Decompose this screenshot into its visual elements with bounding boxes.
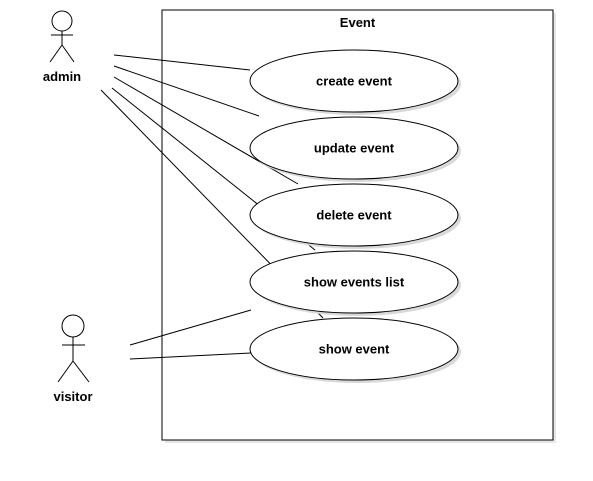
use-case-create-event[interactable]: create event (249, 49, 461, 115)
association-visitor-show-event[interactable] (129, 352, 252, 360)
actor-right-leg (61, 44, 75, 63)
actor-right-leg (72, 360, 90, 383)
use-case-show-events-list[interactable]: show events list (249, 250, 461, 316)
actor-admin[interactable]: admin (43, 10, 81, 84)
use-case-update-event[interactable]: update event (249, 116, 461, 182)
actor-head (51, 10, 73, 32)
use-case-label: update event (314, 141, 395, 156)
association-visitor-show-events-list[interactable] (129, 309, 252, 346)
use-case-delete-event[interactable]: delete event (249, 183, 461, 249)
use-case-ellipse (249, 317, 459, 381)
actor-visitor[interactable]: visitor (53, 314, 93, 404)
use-case-ellipse (249, 49, 459, 113)
association-admin-update-event[interactable] (113, 65, 260, 117)
association-admin-create-event[interactable] (113, 54, 251, 71)
actor-head (61, 314, 85, 338)
use-case-label: show event (319, 342, 390, 357)
actor-label: visitor (53, 389, 92, 404)
use-case-label: create event (316, 74, 393, 89)
actor-left-leg (57, 360, 74, 383)
actor-left-leg (49, 44, 63, 63)
system-title: Event (340, 15, 376, 30)
use-case-show-event[interactable]: show event (249, 317, 461, 383)
use-case-ellipse (249, 250, 459, 314)
actor-label: admin (43, 69, 81, 84)
use-case-ellipse (249, 183, 459, 247)
use-case-ellipse (249, 116, 459, 180)
use-case-label: delete event (316, 208, 392, 223)
use-case-label: show events list (304, 275, 405, 290)
